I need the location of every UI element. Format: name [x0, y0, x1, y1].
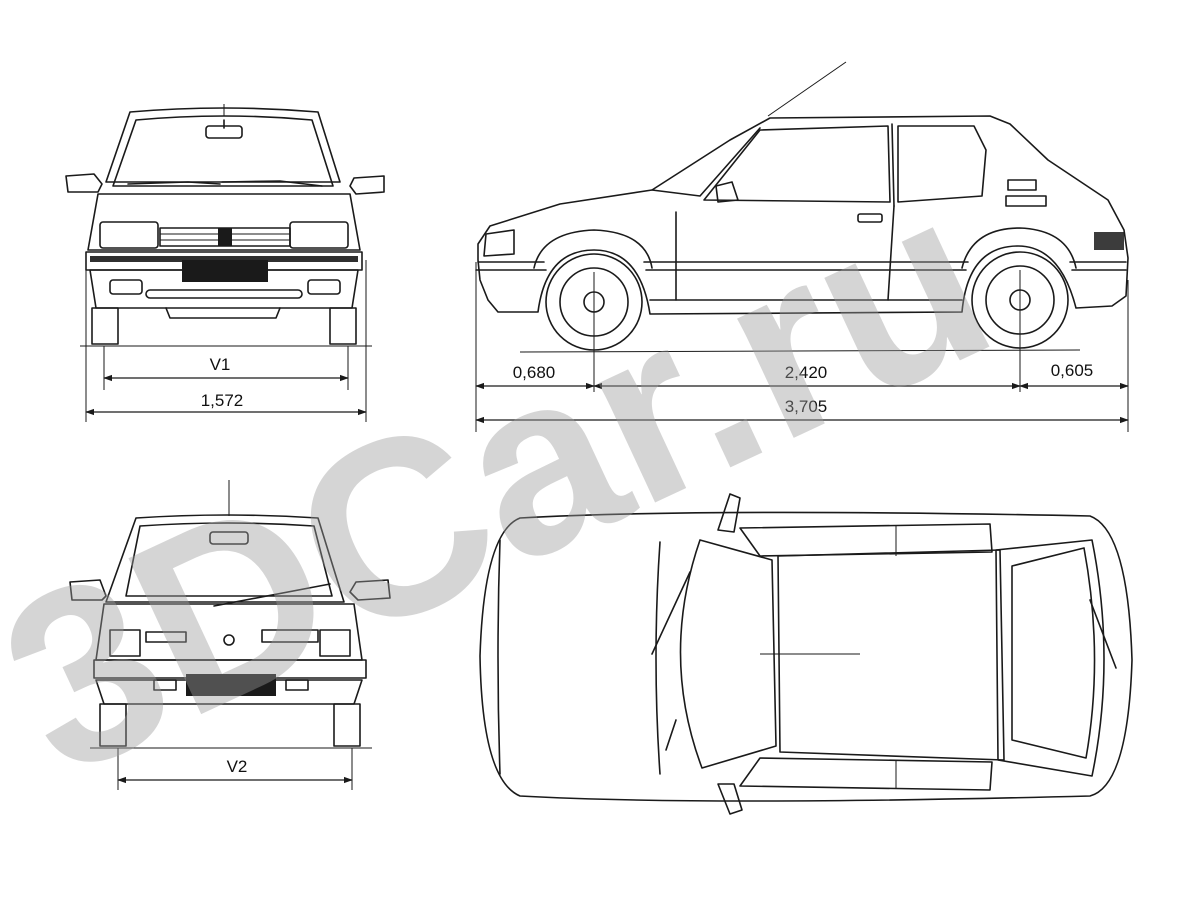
rear-overhang-label: 0,605 [1051, 361, 1094, 380]
wheelbase-label: 2,420 [785, 363, 828, 382]
overall-width-label: 1,572 [201, 391, 244, 410]
side-view [475, 61, 1129, 392]
dimension-labels: V1 1,572 0,680 2,420 0,605 3,705 V2 [201, 355, 1094, 776]
front-view [65, 104, 385, 347]
dimension-lines [85, 260, 1129, 790]
front-overhang-label: 0,680 [513, 363, 556, 382]
rear-track-label: V2 [227, 757, 248, 776]
front-track-label: V1 [210, 355, 231, 374]
top-view [479, 493, 1133, 815]
overall-length-label: 3,705 [785, 397, 828, 416]
rear-view [69, 480, 391, 749]
